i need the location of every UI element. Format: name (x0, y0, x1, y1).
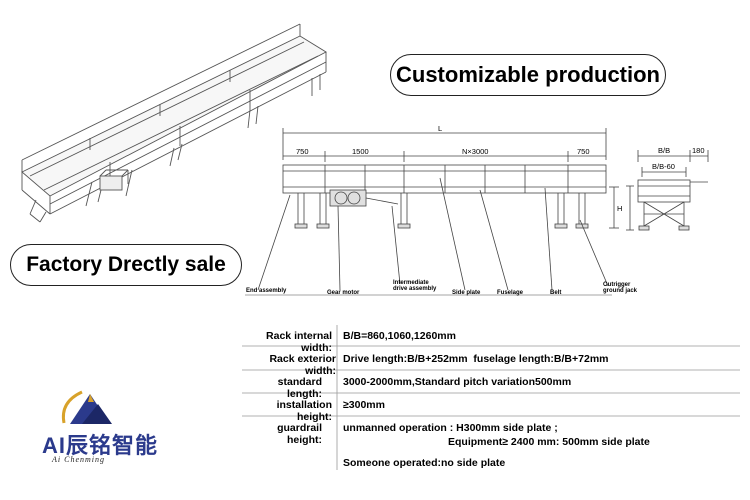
dim-nx3000: N×3000 (462, 147, 489, 156)
customizable-production-text: Customizable production (396, 62, 660, 87)
part-side-plate: Side plate (452, 290, 481, 296)
dim-height: H (617, 204, 623, 213)
isometric-conveyor-drawing (21, 23, 327, 223)
spec-value-guardrail-line3: Someone operated:no side plate (343, 457, 506, 469)
part-gear-motor: Gear motor (327, 290, 360, 296)
spec-value-standard-length: 3000-2000mm,Standard pitch variation500m… (343, 376, 572, 388)
spec-label-guardrail-height: guardrail height: (277, 422, 322, 446)
cross-section-drawing (626, 150, 709, 231)
customizable-production-callout: Customizable production (390, 54, 666, 96)
dim-750-left: 750 (296, 147, 309, 156)
spec-value-installation-height: ≥300mm (343, 399, 385, 411)
spec-label-standard-length: standard length: (277, 376, 322, 400)
spec-label-internal-width: Rack internal width: (266, 330, 332, 354)
part-fuselage: Fuselage (497, 290, 524, 296)
factory-direct-sale-callout: Factory Drectly sale (10, 244, 242, 286)
part-outrigger-jack: Outrigger ground jack (603, 282, 638, 294)
part-intermediate-drive: Intermediate drive assembly (393, 280, 437, 292)
dim-bb-60: B/B-60 (652, 162, 675, 171)
spec-value-internal-width: B/B=860,1060,1260mm (343, 330, 456, 342)
dim-750-right: 750 (577, 147, 590, 156)
spec-label-exterior-width: Rack exterior width: (269, 353, 336, 377)
brand-subtitle: Ai Chenming (52, 455, 105, 464)
part-end-assembly: End assembly (246, 288, 287, 294)
part-belt: Belt (550, 290, 562, 296)
spec-value-guardrail-line2: Equipment≥ 2400 mm: 500mm side plate (448, 436, 650, 448)
dim-bb: B/B (658, 146, 671, 155)
spec-value-guardrail-line1: unmanned operation : H300mm side plate ; (343, 422, 558, 434)
spec-value-exterior-width: Drive length:B/B+252mm fuselage length:B… (343, 353, 609, 365)
dim-overall-length: L (438, 124, 443, 133)
dim-1500: 1500 (352, 147, 369, 156)
logo-mountain-icon (61, 390, 112, 424)
factory-direct-sale-text: Factory Drectly sale (26, 253, 226, 276)
brand-name: AI辰铭智能 (42, 433, 159, 458)
dim-180: 180 (692, 146, 705, 155)
side-elevation-drawing (245, 128, 619, 296)
spec-label-installation-height: installation height: (276, 399, 332, 423)
spec-table-lines (242, 325, 740, 470)
